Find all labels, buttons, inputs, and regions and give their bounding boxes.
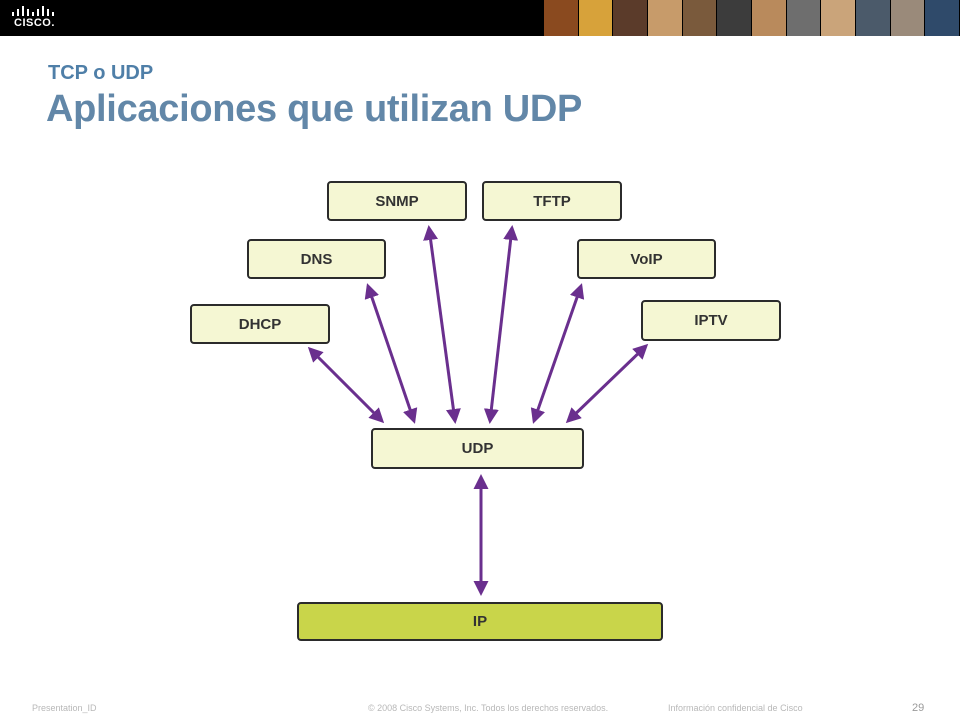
arrow-udp-snmp [423, 225, 461, 424]
footer-copyright: © 2008 Cisco Systems, Inc. Todos los der… [368, 703, 609, 713]
photo-strip [544, 0, 960, 36]
footer-confidential: Información confidencial de Cisco [668, 703, 803, 713]
node-dns: DNS [247, 239, 386, 279]
photo-tile [544, 0, 578, 36]
slide-subtitle: TCP o UDP [48, 62, 154, 84]
photo-tile [613, 0, 647, 36]
top-banner: CISCO. [0, 0, 960, 36]
photo-tile [752, 0, 786, 36]
page-number: 29 [912, 702, 925, 714]
photo-tile [682, 0, 717, 36]
node-dhcp: DHCP [190, 304, 330, 344]
node-iptv: IPTV [641, 300, 781, 341]
logo-text: CISCO. [14, 17, 55, 29]
node-ip: IP [297, 602, 663, 641]
arrow-udp-dhcp [307, 346, 385, 424]
photo-tile [786, 0, 821, 36]
node-voip: VoIP [577, 239, 716, 279]
photo-tile [648, 0, 682, 36]
photo-tile [717, 0, 751, 36]
photo-tile [578, 0, 613, 36]
slide-title: Aplicaciones que utilizan UDP [46, 88, 583, 130]
photo-tile [856, 0, 890, 36]
arrow-udp-tftp [483, 225, 519, 424]
node-udp: UDP [371, 428, 584, 469]
cisco-logo-icon [12, 6, 54, 16]
node-tftp: TFTP [482, 181, 622, 221]
arrow-udp-iptv [565, 343, 649, 424]
photo-tile [821, 0, 855, 36]
footer-presentation-id: Presentation_ID [32, 703, 97, 713]
node-snmp: SNMP [327, 181, 467, 221]
arrow-udp-voip [530, 283, 585, 424]
photo-tile [890, 0, 925, 36]
photo-tile [925, 0, 959, 36]
arrow-udp-dns [364, 283, 418, 424]
